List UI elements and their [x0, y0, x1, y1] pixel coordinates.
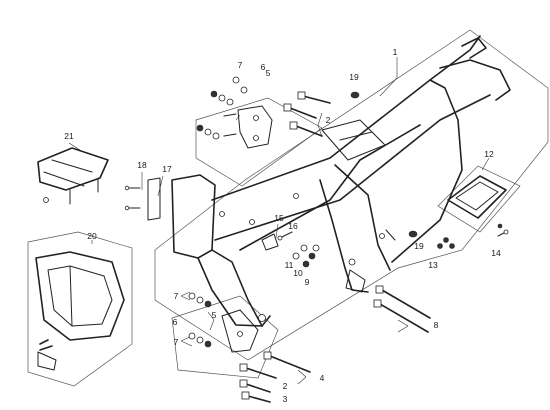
leader-lines	[68, 57, 490, 385]
grommet-19-lower	[408, 230, 418, 238]
callout-7-mid: 7	[174, 291, 179, 301]
cover-plate-12	[447, 175, 507, 219]
mount-bracket	[223, 105, 273, 149]
callout-19-lower: 19	[414, 241, 424, 251]
bolt-set-2-upper	[283, 91, 331, 137]
callout-2-lower: 2	[283, 381, 288, 391]
callout-18: 18	[137, 160, 147, 170]
callout-7-upper: 7	[238, 60, 243, 70]
callout-13: 13	[428, 260, 438, 270]
screw-set-14	[497, 223, 509, 237]
plate-17	[147, 177, 161, 221]
callout-20: 20	[87, 231, 97, 241]
part12-panel-outline	[437, 165, 521, 233]
callout-15: 15	[274, 213, 284, 223]
callout-6-lower: 6	[173, 317, 178, 327]
guard-20	[35, 251, 125, 371]
nut-washer-stack-lower	[188, 292, 212, 348]
callout-11: 11	[285, 260, 294, 270]
callout-7-lower: 7	[174, 337, 179, 347]
callout-17: 17	[162, 164, 172, 174]
callout-1: 1	[393, 47, 398, 57]
bracket-panel-outline	[195, 97, 323, 187]
frame-panel-outline	[154, 29, 549, 361]
hardware-9-10-11	[292, 244, 320, 268]
callout-2-upper: 2	[326, 115, 331, 125]
callout-21: 21	[64, 131, 74, 141]
callout-9: 9	[305, 277, 310, 287]
callout-4: 4	[320, 373, 325, 383]
screws-18	[124, 185, 141, 211]
grommet-19-upper	[350, 91, 360, 99]
callout-5-lower: 5	[212, 310, 217, 320]
screw-set-13	[437, 237, 455, 249]
callout-10: 10	[293, 268, 303, 278]
callout-3: 3	[283, 394, 288, 404]
main-frame	[171, 35, 511, 327]
callout-14: 14	[491, 248, 501, 258]
callout-5-upper: 5	[266, 68, 271, 78]
nut-washer-stack-upper	[196, 76, 248, 140]
long-bolts-8	[373, 285, 431, 333]
callout-19-upper: 19	[349, 72, 359, 82]
part20-panel-outline	[27, 231, 133, 387]
callout-8: 8	[434, 320, 439, 330]
engine-mount-bracket	[221, 309, 259, 353]
rear-rack-21	[37, 147, 109, 205]
bracket-15	[261, 233, 279, 251]
callout-12: 12	[484, 149, 494, 159]
callout-6-upper: 6	[261, 62, 266, 72]
bolt-16	[277, 231, 293, 241]
callout-16: 16	[288, 221, 298, 231]
bolt-set-lower	[239, 351, 311, 403]
